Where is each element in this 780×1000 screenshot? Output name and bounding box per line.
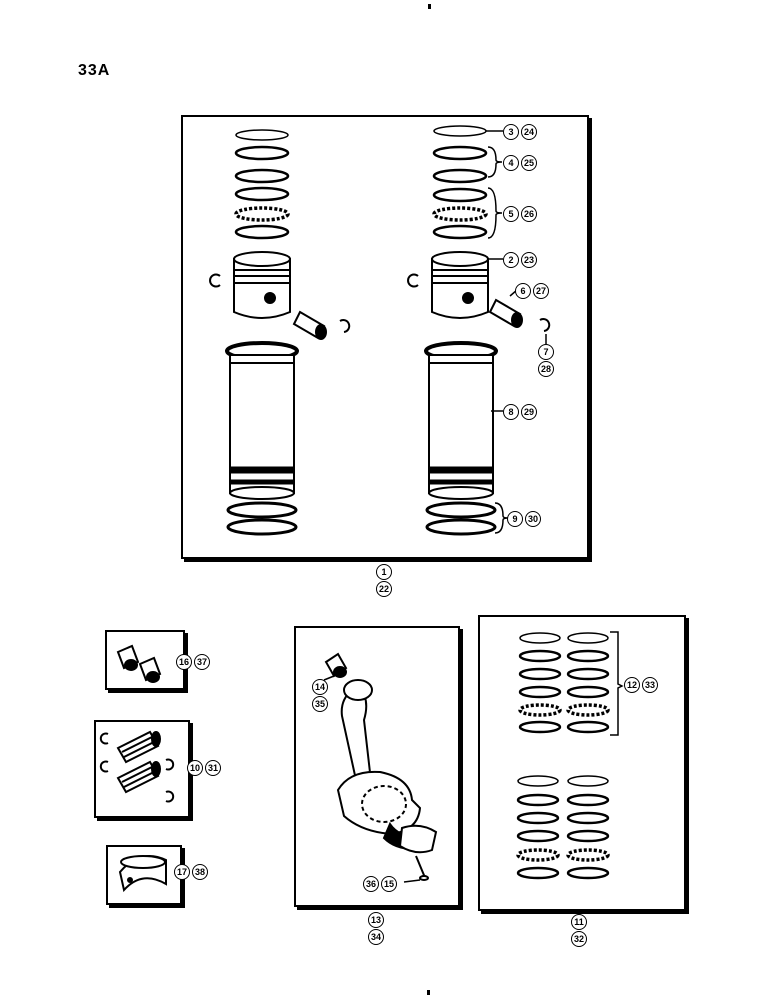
leader-lines (486, 130, 547, 534)
callout-23: 23 (521, 252, 537, 268)
callout-36: 36 (363, 876, 379, 892)
callout-7: 7 (538, 344, 554, 360)
callout-37: 37 (194, 654, 210, 670)
connecting-rod-panel (294, 626, 460, 907)
callout-34: 34 (368, 929, 384, 945)
callout-4: 4 (503, 155, 519, 171)
callout-31: 31 (205, 760, 221, 776)
callout-10: 10 (187, 760, 203, 776)
callout-27: 27 (533, 283, 549, 299)
callout-11: 11 (571, 914, 587, 930)
callout-1: 1 (376, 564, 392, 580)
callout-32: 32 (571, 931, 587, 947)
right-piston-pin (488, 298, 551, 332)
callout-9: 9 (507, 511, 523, 527)
callout-28: 28 (538, 361, 554, 377)
callout-24: 24 (521, 124, 537, 140)
right-piston-rings (432, 125, 488, 240)
left-piston-rings (234, 129, 290, 240)
left-piston-pin (292, 310, 351, 340)
callout-29: 29 (521, 404, 537, 420)
callout-12: 12 (624, 677, 640, 693)
callout-35: 35 (312, 696, 328, 712)
callout-6: 6 (515, 283, 531, 299)
callout-17: 17 (174, 864, 190, 880)
bottom-mark (427, 990, 430, 995)
callout-8: 8 (503, 404, 519, 420)
left-piston (209, 251, 291, 319)
bushings (116, 644, 162, 683)
callout-13: 13 (368, 912, 384, 928)
left-cylinder-sleeve (225, 341, 299, 500)
callout-38: 38 (192, 864, 208, 880)
callout-3: 3 (503, 124, 519, 140)
callout-30: 30 (525, 511, 541, 527)
callout-16: 16 (176, 654, 192, 670)
callout-5: 5 (503, 206, 519, 222)
right-piston (407, 251, 489, 319)
top-mark (428, 4, 431, 9)
connecting-rod-leaders (323, 675, 421, 883)
ring-set-brace (610, 631, 624, 736)
bearing-shell (118, 855, 167, 893)
callout-22: 22 (376, 581, 392, 597)
callout-25: 25 (521, 155, 537, 171)
callout-26: 26 (521, 206, 537, 222)
right-cylinder-sleeve (424, 341, 498, 500)
piston-ring-set-panel (478, 615, 686, 911)
ring-set-lower (516, 775, 610, 880)
ring-set-upper (518, 632, 610, 734)
connecting-rod (324, 652, 438, 881)
callout-2: 2 (503, 252, 519, 268)
sleeve-seal-rings (226, 501, 497, 536)
piston-pins (99, 730, 175, 803)
callout-14: 14 (312, 679, 328, 695)
callout-33: 33 (642, 677, 658, 693)
page-title: 33A (78, 62, 111, 79)
callout-15: 15 (381, 876, 397, 892)
